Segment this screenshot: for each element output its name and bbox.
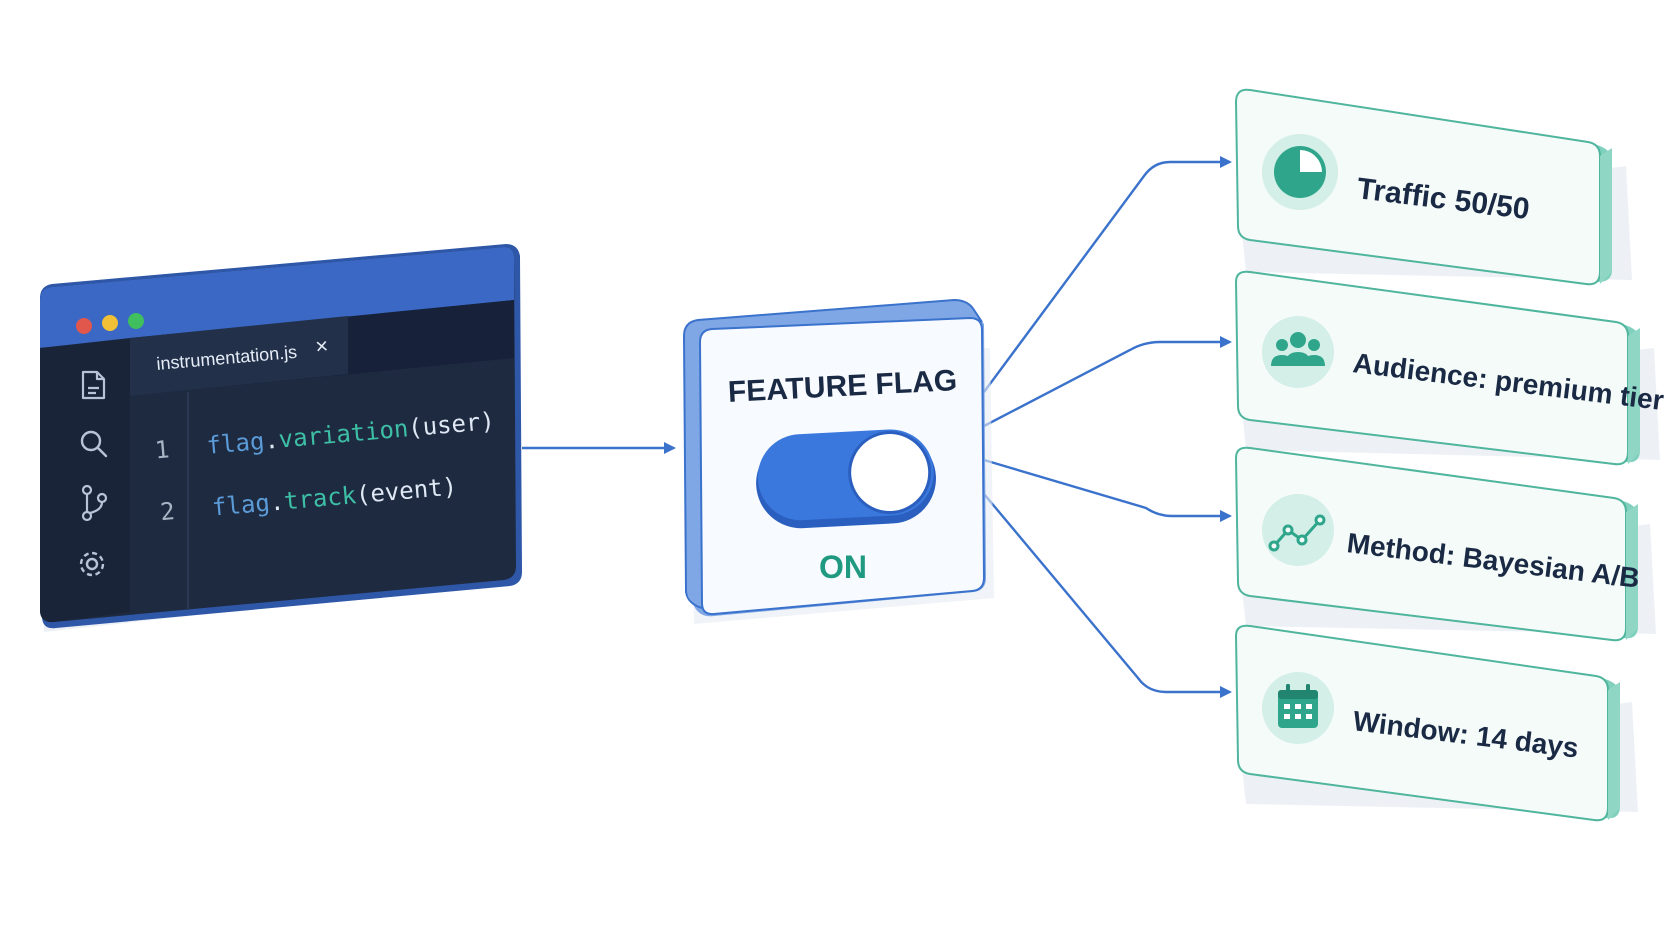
code-object: flag (211, 489, 271, 522)
calendar-icon (1278, 684, 1318, 728)
window-minimize-dot[interactable] (102, 315, 118, 331)
arrow-to-window (983, 493, 1232, 698)
connectors (522, 156, 1232, 698)
code-object: flag (205, 427, 265, 460)
arrow-to-traffic (983, 156, 1232, 393)
outcome-card-audience[interactable]: Audience: premium tier (1234, 270, 1666, 466)
users-icon (1271, 332, 1325, 366)
editor-tab[interactable] (130, 316, 348, 396)
gear-icon[interactable] (79, 551, 105, 577)
file-icon[interactable] (81, 370, 106, 400)
arrow-to-method (983, 458, 1232, 522)
tab-close-icon[interactable]: × (314, 333, 329, 359)
code-method: track (283, 481, 358, 515)
window-close-dot[interactable] (76, 318, 92, 334)
code-editor-window: instrumentation.js × 1 flag.variation(us… (40, 244, 522, 632)
outcome-card-method[interactable]: Method: Bayesian A/B (1234, 446, 1656, 642)
outcome-card-traffic[interactable]: Traffic 50/50 (1234, 88, 1632, 286)
git-branch-icon[interactable] (81, 484, 108, 522)
feature-flag-state: ON (819, 549, 867, 585)
window-maximize-dot[interactable] (128, 313, 144, 329)
line-chart-icon (1268, 514, 1326, 552)
outcome-card-window[interactable]: Window: 14 days (1234, 624, 1638, 822)
search-icon[interactable] (80, 430, 108, 458)
feature-flag-toggle[interactable] (754, 427, 939, 530)
feature-flag-card: FEATURE FLAG ON (683, 298, 994, 624)
line-number-1: 1 (154, 435, 171, 464)
pie-chart-icon (1274, 146, 1326, 198)
line-number-2: 2 (159, 497, 176, 526)
arrow-to-audience (983, 336, 1232, 428)
code-dot: . (263, 426, 280, 455)
code-dot: . (268, 487, 285, 516)
toggle-knob (848, 431, 932, 515)
